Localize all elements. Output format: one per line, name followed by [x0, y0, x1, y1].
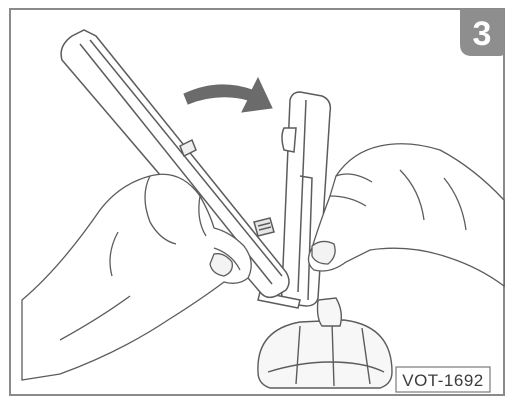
- figure-code-label: VOT-1692: [395, 366, 491, 393]
- right-hand: [307, 143, 505, 288]
- suction-cup-mount: [257, 297, 393, 389]
- step-badge: 3: [460, 9, 504, 56]
- figure-code-text: VOT-1692: [402, 371, 484, 390]
- step-badge-shape: [460, 9, 504, 56]
- left-hand: [21, 173, 252, 381]
- step-number: 3: [473, 15, 492, 53]
- figure-code-box: [395, 366, 491, 393]
- left-thumbnail: [209, 253, 233, 277]
- navigation-device: [60, 29, 290, 299]
- rotate-arrow-icon: [183, 76, 273, 113]
- right-thumbnail: [311, 240, 336, 265]
